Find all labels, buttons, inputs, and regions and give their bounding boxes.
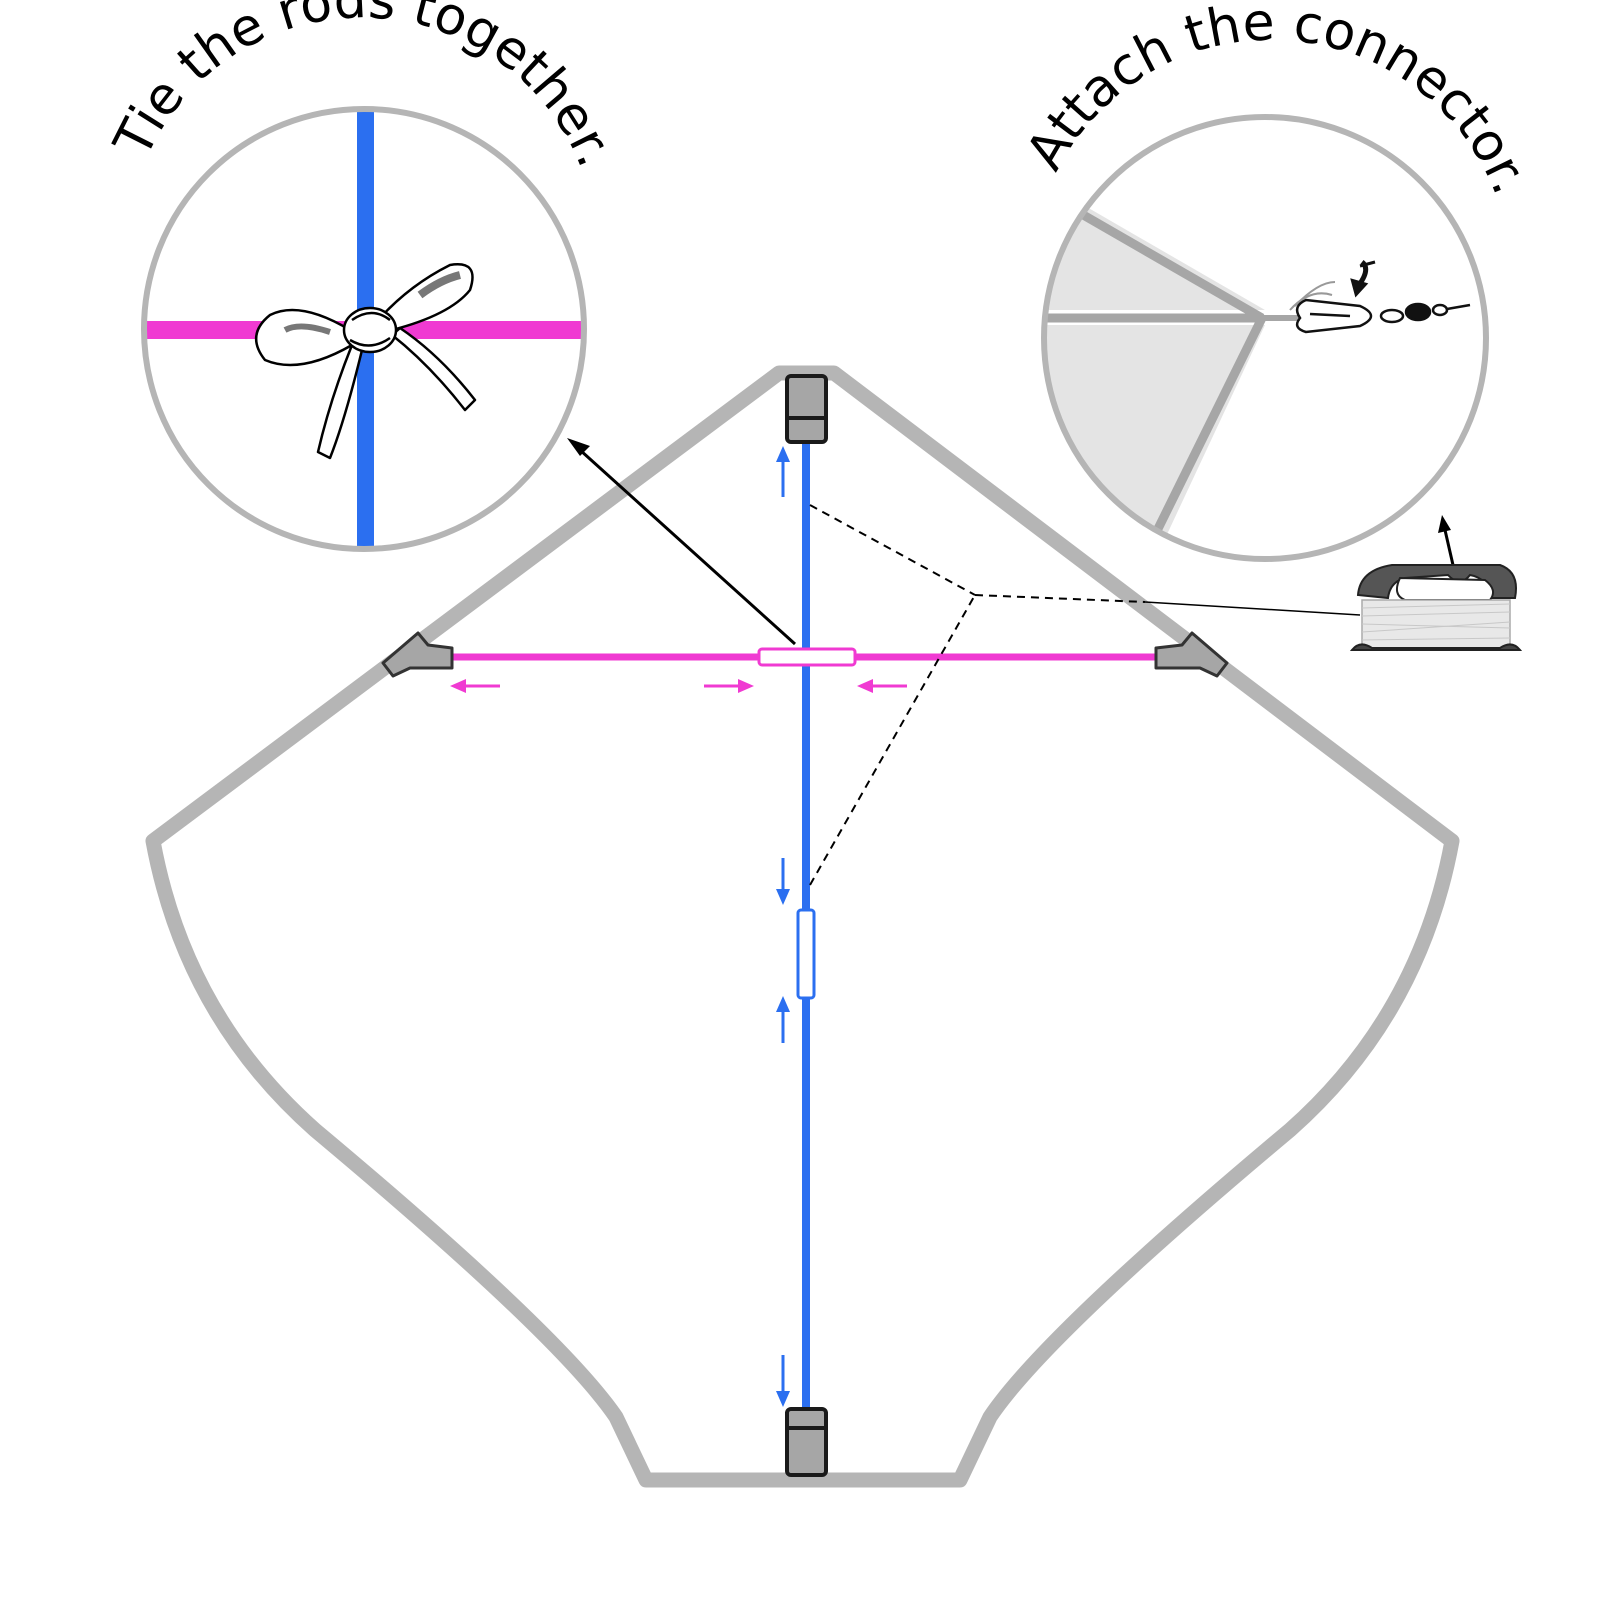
arrow-left-inner-icon: [857, 679, 907, 693]
kite-outline: [145, 365, 1460, 1488]
tie-detail-inset: [141, 106, 587, 552]
reel-pointer-arrow-icon: [1438, 515, 1455, 566]
bridle-lines: [809, 504, 1146, 886]
bottom-cap: [785, 1407, 828, 1477]
vertical-joint-sleeve: [796, 908, 816, 1000]
left-wing-clip: [381, 631, 454, 678]
pointer-arrow-icon: [567, 438, 797, 646]
blue-arrows: [776, 446, 790, 1407]
arrow-right-inner-icon: [704, 679, 754, 693]
center-connector-sleeve: [757, 647, 857, 667]
connector-detail-inset: [1041, 114, 1489, 562]
tie-inset-circle: [141, 106, 587, 552]
line-reel-icon: [1349, 564, 1523, 651]
pink-arrows: [450, 679, 907, 693]
arrow-down-mid-icon: [776, 858, 790, 905]
arrow-down-bottom-icon: [776, 1355, 790, 1407]
connector-inset-circle: [1041, 114, 1489, 562]
flying-line: [1144, 601, 1361, 616]
attach-caption-text: Attach the connector.: [1015, 0, 1540, 202]
snap-swivel-icon: [1289, 260, 1471, 334]
arrow-up-mid-icon: [776, 996, 790, 1043]
top-cap: [785, 374, 828, 444]
right-wing-clip: [1154, 631, 1229, 678]
attach-caption: Attach the connector.: [1015, 0, 1540, 202]
ribbon-bow-icon: [255, 263, 477, 460]
arrow-left-outer-icon: [450, 679, 500, 693]
arrow-up-top-icon: [776, 446, 790, 497]
